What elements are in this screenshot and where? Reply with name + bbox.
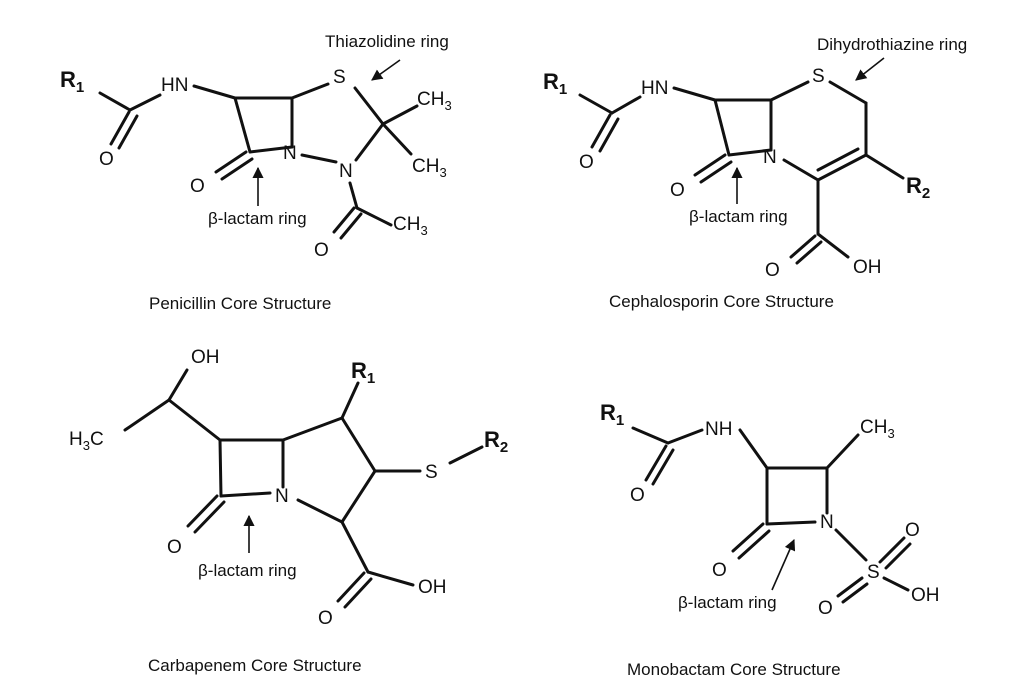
carbapenem-oh-label-2: OH bbox=[418, 577, 447, 598]
monobactam-r1-label: R1 bbox=[600, 400, 624, 429]
monobactam-lactam-o-label: O bbox=[712, 560, 727, 581]
monobactam-sulfonyl-o-label-2: O bbox=[818, 598, 833, 619]
monobactam-lactam-annotation: β-lactam ring bbox=[678, 593, 777, 612]
penicillin-bonds bbox=[98, 82, 419, 240]
monobactam-structure: R1 NH CH3 O N O S O O OH β-lactam ring M… bbox=[600, 400, 940, 679]
monobactam-caption: Monobactam Core Structure bbox=[627, 660, 841, 679]
penicillin-acetyl-o-label: O bbox=[314, 240, 329, 261]
cephalosporin-hn-label: HN bbox=[641, 78, 668, 99]
carbapenem-h3c-label: H3C bbox=[69, 429, 104, 453]
monobactam-lactam-arrow bbox=[771, 538, 796, 591]
dihydrothiazine-annotation: Dihydrothiazine ring bbox=[817, 35, 967, 54]
monobactam-ch3-label: CH3 bbox=[860, 417, 895, 441]
cephalosporin-r2-label: R2 bbox=[906, 173, 930, 202]
cephalosporin-bonds bbox=[578, 80, 905, 265]
carbapenem-structure: OH H3C R1 N O S R2 O OH β-lactam ring Ca… bbox=[69, 347, 508, 675]
cephalosporin-r1-label: R1 bbox=[543, 69, 567, 98]
cephalosporin-lactam-annotation: β-lactam ring bbox=[689, 207, 788, 226]
monobactam-s-label: S bbox=[867, 562, 880, 583]
penicillin-lactam-annotation: β-lactam ring bbox=[208, 209, 307, 228]
carbapenem-n-label: N bbox=[275, 486, 289, 507]
penicillin-hn-label: HN bbox=[161, 75, 188, 96]
carbapenem-lactam-o-label: O bbox=[167, 537, 182, 558]
penicillin-structure: R1 HN O O N S N CH3 CH3 CH3 O Thiazolidi… bbox=[60, 32, 452, 313]
cephalosporin-n-label: N bbox=[763, 147, 777, 168]
monobactam-nh-label: NH bbox=[705, 419, 732, 440]
cephalosporin-acid-o-label: O bbox=[765, 260, 780, 281]
penicillin-ch3-label-1: CH3 bbox=[417, 89, 452, 113]
penicillin-r1-label: R1 bbox=[60, 67, 84, 96]
carbapenem-lactam-annotation: β-lactam ring bbox=[198, 561, 297, 580]
thiazolidine-arrow bbox=[371, 59, 401, 81]
penicillin-side-o-label: O bbox=[99, 149, 114, 170]
penicillin-ch3-label-3: CH3 bbox=[393, 214, 428, 238]
penicillin-n-label: N bbox=[283, 143, 297, 164]
cephalosporin-s-label: S bbox=[812, 66, 825, 87]
cephalosporin-caption: Cephalosporin Core Structure bbox=[609, 292, 834, 311]
thiazolidine-annotation: Thiazolidine ring bbox=[325, 32, 449, 51]
penicillin-caption: Penicillin Core Structure bbox=[149, 294, 331, 313]
svg-text:R1: R1 bbox=[60, 67, 84, 96]
carbapenem-s-label: S bbox=[425, 462, 438, 483]
carbapenem-oh-label-1: OH bbox=[191, 347, 220, 368]
monobactam-side-o-label: O bbox=[630, 485, 645, 506]
penicillin-n2-label: N bbox=[339, 161, 353, 182]
monobactam-sulfonyl-o-label-1: O bbox=[905, 520, 920, 541]
cephalosporin-lactam-o-label: O bbox=[670, 180, 685, 201]
cephalosporin-structure: R1 HN O O N S R2 O OH Dihydrothiazine ri… bbox=[543, 35, 967, 311]
carbapenem-r1-label: R1 bbox=[351, 358, 375, 387]
carbapenem-acid-o-label: O bbox=[318, 608, 333, 629]
monobactam-n-label: N bbox=[820, 512, 834, 533]
dihydrothiazine-arrow bbox=[855, 57, 885, 81]
carbapenem-bonds bbox=[123, 368, 484, 609]
monobactam-oh-label: OH bbox=[911, 585, 940, 606]
carbapenem-caption: Carbapenem Core Structure bbox=[148, 656, 362, 675]
penicillin-lactam-o-label: O bbox=[190, 176, 205, 197]
monobactam-bonds bbox=[631, 426, 912, 604]
r1-index: 1 bbox=[76, 79, 84, 96]
cephalosporin-side-o-label: O bbox=[579, 152, 594, 173]
penicillin-ch3-label-2: CH3 bbox=[412, 156, 447, 180]
r1-letter: R bbox=[60, 67, 76, 92]
carbapenem-r2-label: R2 bbox=[484, 427, 508, 456]
cephalosporin-oh-label: OH bbox=[853, 257, 882, 278]
penicillin-s-label: S bbox=[333, 67, 346, 88]
